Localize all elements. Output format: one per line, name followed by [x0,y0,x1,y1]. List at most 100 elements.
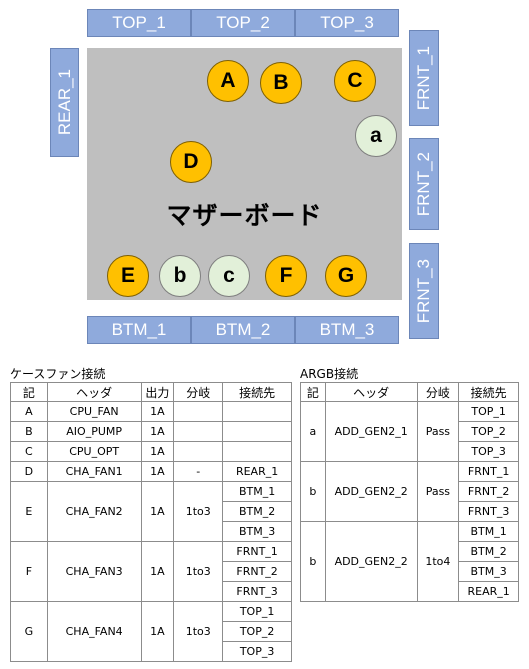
cell-dest: FRNT_3 [222,581,292,602]
cell-split: Pass [416,461,460,522]
cell-split: Pass [416,401,460,462]
btm-1-box: BTM_1 [87,316,191,344]
cell-dest: TOP_3 [222,641,292,662]
top-2-box: TOP_2 [191,9,295,37]
argb-col-header: ヘッダ [324,382,418,402]
cell-id: C [10,441,48,462]
cell-split: 1to3 [173,481,224,542]
table-row: G CHA_FAN4 1A 1to3 TOP_1 [10,601,292,662]
top-3-box: TOP_3 [295,9,399,37]
cell-output: 1A [140,441,175,462]
top-2-label: TOP_2 [216,13,270,32]
argb-table: 記 ヘッダ 分岐 接続先 a ADD_GEN2_1 Pass TOP_1 TOP… [300,382,519,602]
table-row: REAR_1 [301,581,519,602]
cell-id: A [10,401,48,422]
cell-header: CPU_OPT [46,441,142,462]
case-fan-col-id: 記 [10,382,48,402]
motherboard-label: マザーボード [166,201,323,230]
btm-3-label: BTM_3 [319,320,375,339]
cell-split: 1to4 [416,521,460,602]
table-row: C CPU_OPT 1A [10,441,292,462]
cell-output: 1A [140,421,175,442]
cell-header: CHA_FAN2 [46,481,142,542]
cell-dest: REAR_1 [458,581,519,602]
btm-1-label: BTM_1 [111,320,167,339]
cell-split [173,441,224,462]
case-fan-table: 記 ヘッダ 出力 分岐 接続先 A CPU_FAN 1A B AIO_PUMP … [10,382,292,662]
cell-output: 1A [140,481,175,542]
table-row: D CHA_FAN1 1A - REAR_1 [10,461,292,482]
cell-dest: BTM_3 [458,561,519,582]
cell-id: D [10,461,48,482]
argb-col-id: 記 [300,382,326,402]
frnt-1-box: FRNT_1 [409,30,439,126]
top-1-label: TOP_1 [112,13,166,32]
table-row: TOP_2 [11,621,292,642]
cell-dest: TOP_1 [458,401,519,422]
argb-marker-a: a [355,115,397,157]
cell-dest: FRNT_2 [222,561,292,582]
table-row: BTM_3 [11,521,292,542]
table-row: b ADD_GEN2_2 1to4 BTM_1 [300,521,519,602]
top-3-label: TOP_3 [320,13,374,32]
cell-id: B [10,421,48,442]
cell-header: ADD_GEN2_2 [324,461,418,522]
fan-marker-e: E [107,255,149,297]
cell-dest: FRNT_1 [222,541,292,562]
cell-header: ADD_GEN2_2 [324,521,418,602]
table-row: B AIO_PUMP 1A [10,421,292,442]
fan-marker-f: F [265,255,307,297]
frnt-3-label: FRNT_3 [414,258,433,324]
rear-1-label: REAR_1 [54,69,74,136]
table-row: E CHA_FAN2 1A 1to3 BTM_1 [10,481,292,542]
cell-output: 1A [140,541,175,602]
cell-dest: TOP_2 [458,421,519,442]
frnt-3-box: FRNT_3 [409,243,439,339]
cell-dest [222,401,292,422]
table-row: b ADD_GEN2_2 Pass FRNT_1 [300,461,519,522]
case-fan-col-header: ヘッダ [46,382,142,402]
cell-header: ADD_GEN2_1 [324,401,418,462]
cell-dest: TOP_3 [458,441,519,462]
table-row: A CPU_FAN 1A [10,401,292,422]
cell-dest: FRNT_2 [458,481,519,502]
argb-col-dest: 接続先 [458,382,519,402]
table-row: BTM_2 [11,501,292,522]
table-row: a ADD_GEN2_1 Pass TOP_1 [300,401,519,462]
btm-2-box: BTM_2 [191,316,295,344]
cell-dest: FRNT_3 [458,501,519,522]
cell-output: 1A [140,601,175,662]
cell-dest: BTM_3 [222,521,292,542]
cell-split [173,401,224,422]
case-fan-col-split: 分岐 [173,382,224,402]
cell-split: 1to3 [173,601,224,662]
rear-1-box: REAR_1 [50,48,79,157]
cell-header: CHA_FAN4 [46,601,142,662]
fan-marker-d: D [170,141,212,183]
cell-dest: FRNT_1 [458,461,519,482]
table-row: F CHA_FAN3 1A 1to3 FRNT_1 [10,541,292,602]
table-row: FRNT_3 [301,501,519,522]
cell-output: 1A [140,461,175,482]
cell-dest: TOP_1 [222,601,292,622]
cell-header: CPU_FAN [46,401,142,422]
fan-marker-a: A [207,60,249,102]
top-1-box: TOP_1 [87,9,191,37]
argb-marker-c: c [208,255,250,297]
table-row: FRNT_2 [301,481,519,502]
btm-3-box: BTM_3 [295,316,399,344]
fan-marker-g: G [325,255,367,297]
fan-marker-b: B [260,62,302,104]
cell-header: CHA_FAN1 [46,461,142,482]
cell-header: AIO_PUMP [46,421,142,442]
cell-split: 1to3 [173,541,224,602]
cell-dest [222,421,292,442]
cell-id: E [10,481,48,542]
btm-2-label: BTM_2 [215,320,271,339]
table-row: TOP_3 [11,641,292,662]
frnt-2-box: FRNT_2 [409,138,439,230]
cell-id: b [300,461,326,522]
cell-dest: BTM_1 [222,481,292,502]
argb-header-row: 記 ヘッダ 分岐 接続先 [300,382,519,402]
cell-split: - [173,461,224,482]
